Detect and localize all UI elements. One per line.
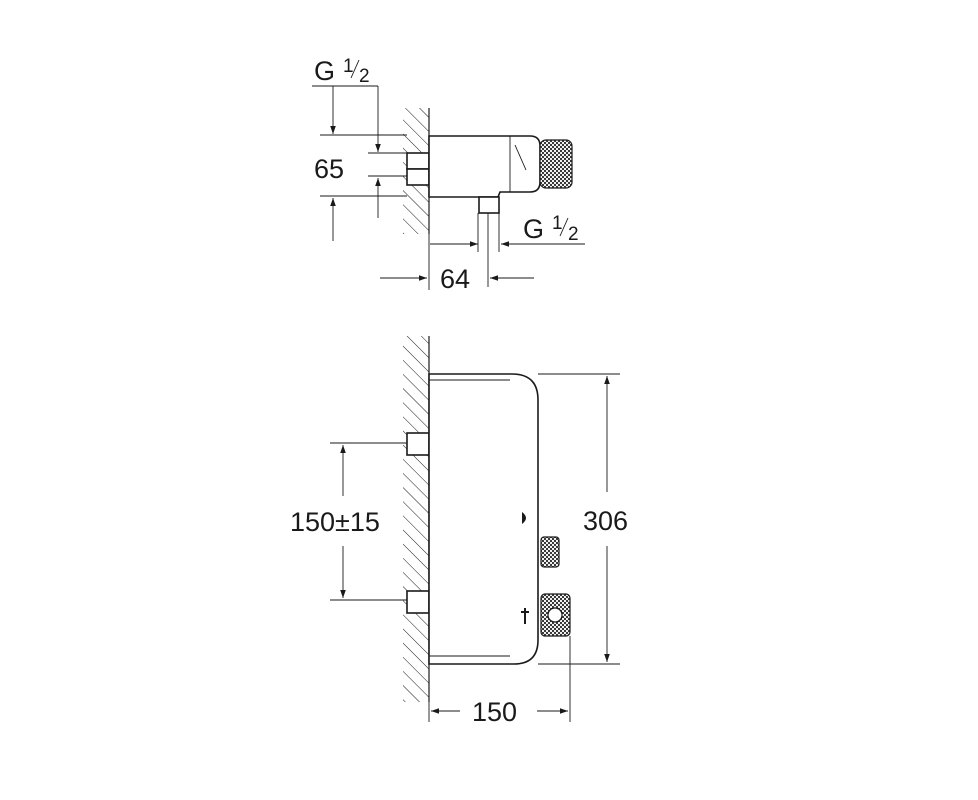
wall-connector-lower <box>406 590 430 614</box>
temperature-indicator-icon <box>521 608 529 624</box>
wall-hatch-bottom <box>403 336 430 702</box>
svg-text:1: 1 <box>552 213 563 234</box>
wall-connector-top <box>406 152 430 186</box>
inlet-thread-label: G 1 2 <box>314 56 370 87</box>
height-label: 306 <box>583 506 628 536</box>
side-view: G 1 2 65 G 1 2 64 <box>312 56 585 294</box>
inlet-distance-label: 150±15 <box>290 507 380 537</box>
thermostat-front-body <box>428 373 539 665</box>
front-view: 150±15 306 150 <box>290 336 628 727</box>
thermostat-side-body <box>428 135 541 198</box>
svg-text:G: G <box>314 56 335 86</box>
inlet-spacing-label: 65 <box>314 154 344 184</box>
svg-text:1: 1 <box>343 56 354 77</box>
width-label: 150 <box>472 697 517 727</box>
outlet-offset-label: 64 <box>440 264 470 294</box>
side-knob-icon <box>539 139 573 189</box>
shower-indicator-icon <box>522 512 526 524</box>
outlet-connector-side <box>478 196 500 214</box>
wall-connector-upper <box>406 432 430 456</box>
temperature-knob-icon <box>540 593 571 637</box>
svg-text:2: 2 <box>568 224 579 245</box>
outlet-thread-label: G 1 2 <box>523 213 579 245</box>
svg-text:G: G <box>523 214 544 244</box>
flow-knob-icon <box>540 536 560 568</box>
svg-text:2: 2 <box>359 66 370 87</box>
